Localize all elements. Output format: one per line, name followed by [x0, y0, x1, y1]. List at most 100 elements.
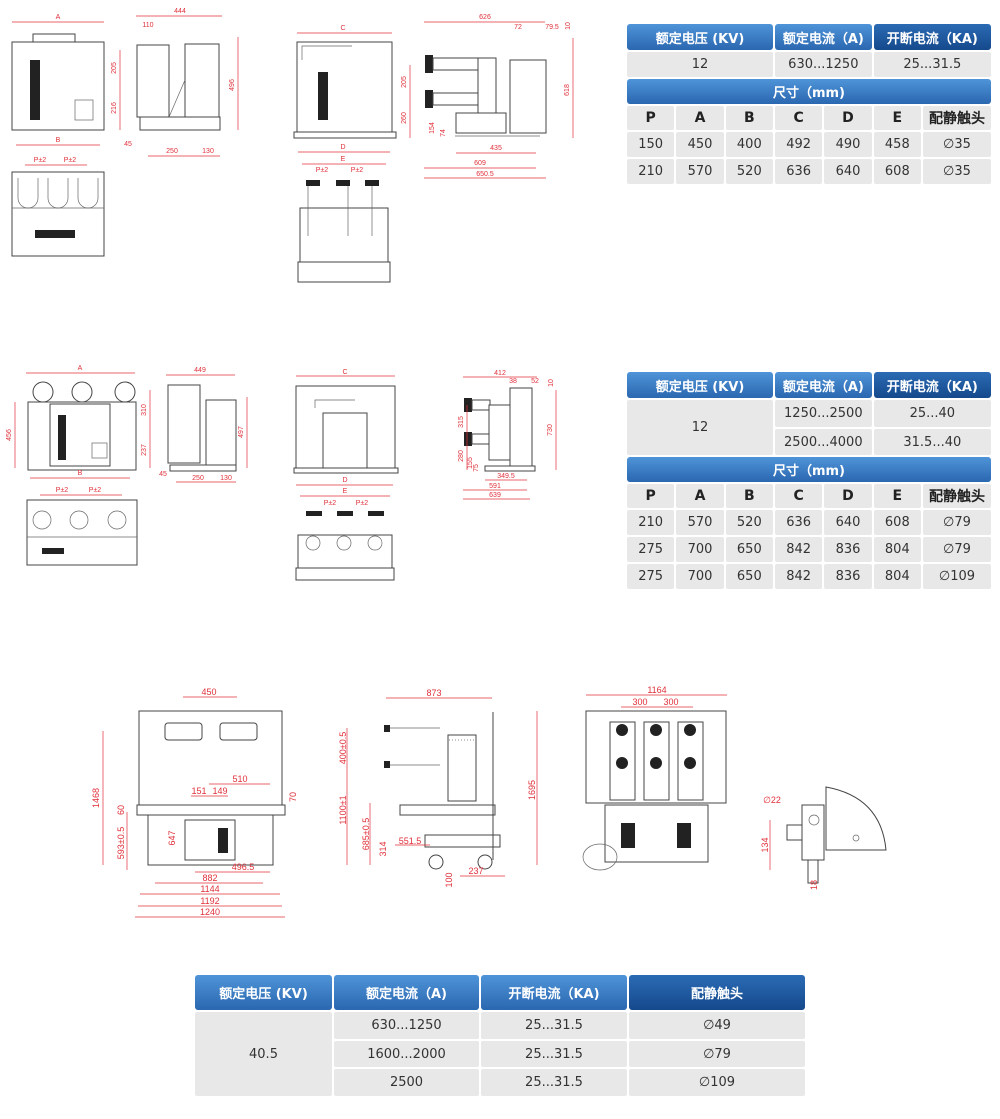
table-cell: ∅35	[922, 159, 991, 184]
drawing-outline	[582, 843, 618, 871]
table-cell: 210	[627, 159, 675, 184]
column-header: C	[774, 484, 823, 508]
drawing-outline	[425, 90, 433, 108]
dimension-label: 75	[473, 464, 480, 472]
dimension-label: 300	[632, 697, 647, 707]
header-breaking-current: 开断电流（KA)	[873, 372, 991, 398]
table-cell: ∅109	[922, 564, 991, 589]
drawing-outline	[801, 804, 825, 861]
dimension-title: 尺寸（mm)	[627, 457, 991, 482]
dimension-label: C	[340, 25, 345, 32]
dimension-label: 449	[194, 367, 206, 374]
table-cell: 150	[627, 132, 675, 157]
table-cell: ∅109	[629, 1069, 805, 1096]
table-cell: 636	[774, 159, 823, 184]
drawing-outline	[367, 535, 383, 551]
dimension-label: 626	[479, 14, 491, 21]
dimension-label: 450	[201, 687, 216, 697]
dimension-label: 314	[378, 841, 388, 856]
dimension-label: 237	[468, 866, 483, 876]
drawing-outline	[314, 399, 355, 408]
table-cell: 25...31.5	[481, 1041, 627, 1067]
table-cell: 492	[774, 132, 823, 157]
dimension-label: 496.5	[232, 862, 255, 872]
table-cell: 804	[873, 564, 921, 589]
dimension-label: E	[341, 156, 346, 163]
drawing-outline	[168, 79, 186, 118]
drawing-outline	[432, 57, 484, 71]
dimension-label: 149	[212, 786, 227, 796]
drawing-outline	[318, 72, 328, 120]
dimension-label: 151	[191, 786, 206, 796]
table-cell: 630...1250	[334, 1012, 479, 1039]
table-cell: 400	[725, 132, 773, 157]
table-cell: 490	[824, 132, 872, 157]
drawing-outline	[428, 854, 444, 870]
dimension-label: 280	[458, 450, 465, 462]
drawing-outline	[296, 41, 393, 137]
column-header: P	[627, 106, 675, 130]
table-cell: 608	[873, 510, 921, 535]
column-header: E	[873, 106, 921, 130]
drawing-outline	[509, 387, 533, 469]
drawing-outline	[604, 804, 709, 863]
table-cell: 25...31.5	[481, 1012, 627, 1039]
dimension-label: A	[56, 14, 61, 21]
dimension-label: 1144	[200, 884, 219, 894]
dimension-label: 435	[490, 145, 502, 152]
drawing-outline	[825, 786, 887, 851]
column-header: P	[627, 484, 675, 508]
dimension-label: A	[78, 365, 83, 372]
drawing-outline	[471, 399, 491, 411]
header-rated-voltage: 额定电压 (KV)	[627, 24, 773, 50]
dimension-label: 79.5	[545, 24, 559, 31]
dimension-label: 260	[401, 112, 408, 124]
cell-voltage: 40.5	[195, 1012, 332, 1096]
drawing-outline	[301, 45, 352, 60]
drawing-outline	[35, 230, 75, 238]
cell-current: 1250...2500	[774, 400, 872, 427]
drawing-outline	[167, 384, 201, 464]
column-header: D	[824, 106, 872, 130]
dimension-label: 134	[760, 837, 770, 852]
drawing-outline	[71, 381, 93, 403]
column-header: B	[725, 106, 773, 130]
table-cell: 2500	[334, 1069, 479, 1096]
dimension-label: P±2	[316, 167, 329, 174]
drawing-outline	[677, 823, 691, 848]
drawing-outline	[306, 180, 320, 186]
table-cell: ∅35	[922, 132, 991, 157]
dimension-label: C	[342, 369, 347, 376]
drawing-outline	[42, 548, 64, 554]
drawing-outline	[297, 261, 391, 283]
dimension-label: 618	[564, 84, 571, 96]
drawing-outline	[114, 381, 136, 403]
header-rated-current: 额定电流（A)	[334, 975, 479, 1010]
drawing-outline	[11, 171, 105, 257]
dimension-label: 551.5	[399, 836, 422, 846]
drawing-outline	[164, 722, 203, 741]
dimension-label: 10	[548, 379, 555, 387]
table-cell: 1600...2000	[334, 1041, 479, 1067]
drawing-outline	[322, 412, 368, 471]
cell-current: 2500...4000	[774, 429, 872, 455]
header-rated-voltage: 额定电压 (KV)	[195, 975, 332, 1010]
header-rated-voltage: 额定电压 (KV)	[627, 372, 773, 398]
dimension-label: 882	[202, 873, 217, 883]
dimension-label: P±2	[356, 500, 369, 507]
dimension-label: P±2	[351, 167, 364, 174]
table-cell: 650	[725, 564, 773, 589]
dimension-label: 400±0.5	[338, 732, 348, 764]
drawing-outline	[58, 415, 66, 460]
dimension-label: 593±0.5	[116, 827, 126, 859]
dimension-title: 尺寸（mm)	[627, 79, 991, 104]
dimension-label: B	[78, 470, 83, 477]
table-cell: 700	[676, 564, 724, 589]
spec-table-12kv-1250a: 额定电压 (KV) 额定电流（A) 开断电流（KA) 12 1250...250…	[627, 372, 991, 589]
cell-voltage: 12	[627, 52, 773, 77]
table-cell: 210	[627, 510, 675, 535]
dimension-label: ∅22	[763, 795, 781, 805]
